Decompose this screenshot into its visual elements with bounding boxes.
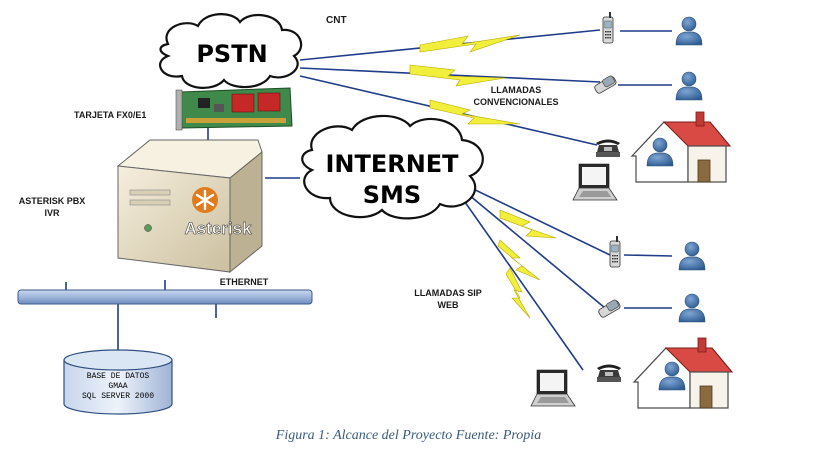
database-label-1: BASE DE DATOS [87,372,150,381]
lightning-bolt-2 [409,64,506,87]
person-icon-2 [675,71,703,101]
link-internet-cellphone-3 [464,184,611,256]
house-icon-2 [633,337,733,409]
asterisk-logo-text: Asterisk [184,219,252,238]
pstn-cloud: PSTN [159,13,303,89]
lightning-bolt-5 [497,239,541,281]
sms-label: SMS [363,181,421,209]
asterisk-server: Asterisk [116,139,263,274]
tarjeta-card [175,87,293,131]
database-label-3: SQL SERVER 2000 [82,392,154,401]
laptop-icon-2 [530,369,576,407]
llamadas-sip-label-1: LLAMADAS SIP [414,288,482,298]
lightning-bolt-6 [505,267,531,319]
asterisk-pbx-label: ASTERISK PBX [19,196,86,206]
link-cellphone-person-3 [623,254,673,257]
cellphone-icon-3 [609,235,621,268]
tarjeta-label: TARJETA FX0/E1 [74,110,146,120]
desk-phone-icon-1 [596,139,620,157]
link-internet-laptop-2 [459,194,584,371]
cellphone-icon-1 [602,11,614,44]
person-icon-5 [678,293,706,323]
llamadas-conv-label-2: CONVENCIONALES [473,97,558,107]
link-pstn-cellphone-2 [299,67,601,83]
ethernet-bus [17,289,313,305]
lightning-bolts [409,34,557,319]
ivr-label: IVR [44,208,60,218]
cnt-label: CNT [326,15,347,26]
link-internet-cellphone-4 [462,189,606,309]
connection-lines [65,29,673,371]
lightning-bolt-1 [419,34,521,53]
asterisk-logo-icon [192,187,218,213]
pstn-label: PSTN [196,40,267,68]
llamadas-conv-label-1: LLAMADAS [491,85,542,95]
llamadas-sip-label-2: WEB [438,300,459,310]
database: BASE DE DATOS GMAA SQL SERVER 2000 [63,349,173,415]
internet-label: INTERNET [325,150,459,178]
ethernet-label: ETHERNET [220,277,269,287]
mobile-phone-icon-2 [593,74,618,95]
internet-cloud: INTERNET SMS [301,114,484,220]
desk-phone-icon-2 [597,364,621,382]
lightning-bolt-4 [499,209,557,239]
person-icon-1 [675,16,703,46]
house-icon-1 [631,111,731,183]
mobile-phone-icon-4 [597,298,622,319]
laptop-icon-1 [572,163,618,201]
person-icon-4 [678,241,706,271]
figure-caption: Figura 1: Alcance del Proyecto Fuente: P… [275,428,542,443]
lightning-bolt-3 [429,99,521,125]
database-label-2: GMAA [108,382,127,391]
